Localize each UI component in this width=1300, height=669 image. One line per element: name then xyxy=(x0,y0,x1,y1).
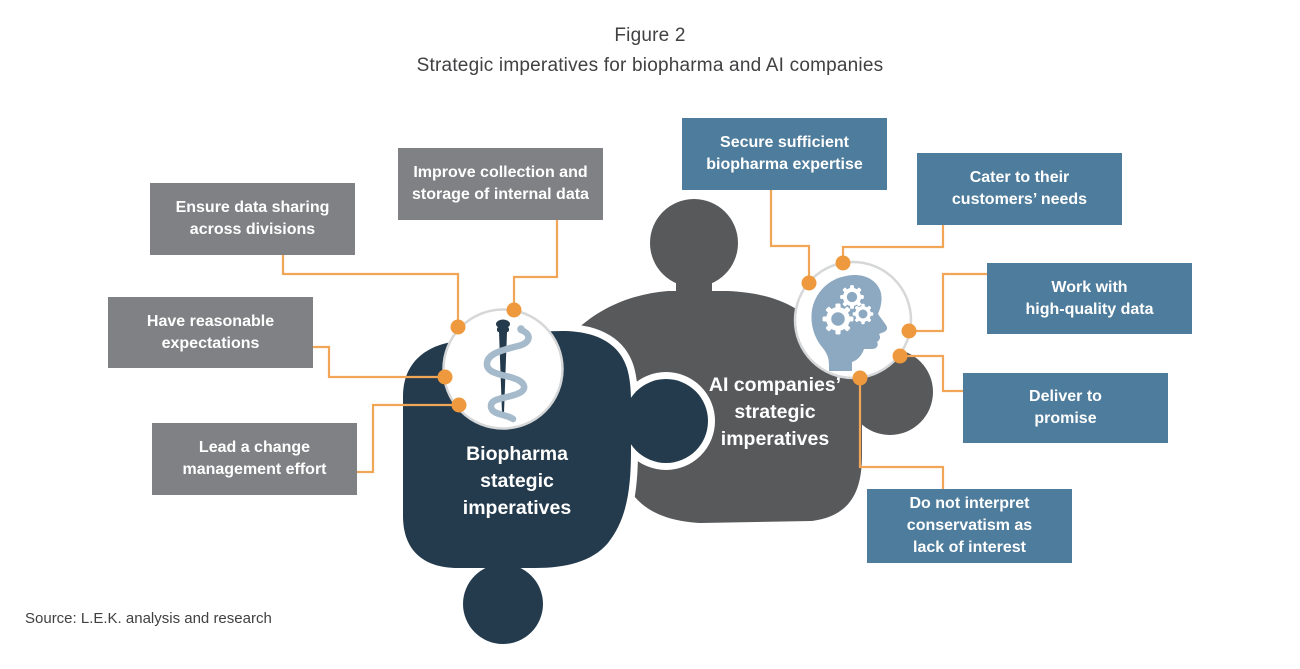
imperative-box-conservatism: Do not interpret conservatism as lack of… xyxy=(867,489,1072,563)
imperative-box-customers-needs: Cater to their customers’ needs xyxy=(917,153,1122,225)
figure-title: Strategic imperatives for biopharma and … xyxy=(416,55,884,76)
imperative-box-high-quality-data: Work with high-quality data xyxy=(987,263,1192,334)
imperative-box-ensure-data-sharing: Ensure data sharing across divisions xyxy=(150,183,355,255)
connector-dot xyxy=(451,397,467,413)
connector-ensure xyxy=(281,255,460,327)
connector-dot xyxy=(801,275,817,291)
caduceus-icon xyxy=(442,308,564,430)
biopharma-right-knob xyxy=(624,379,708,463)
biopharma-bottom-knob xyxy=(463,564,543,644)
connector-lines xyxy=(281,190,987,489)
connector-dot xyxy=(852,370,868,386)
connector-secure xyxy=(769,190,811,283)
imperative-box-improve-collection: Improve collection and storage of intern… xyxy=(398,148,603,220)
figure-number: Figure 2 xyxy=(614,25,686,46)
imperative-box-biopharma-expertise: Secure sufficient biopharma expertise xyxy=(682,118,887,190)
connector-dot xyxy=(835,255,851,271)
connector-dot xyxy=(901,323,917,339)
connector-work xyxy=(909,272,987,333)
connector-reasonable xyxy=(313,345,445,379)
connector-donot xyxy=(858,378,945,489)
connector-dot xyxy=(437,369,453,385)
source-note: Source: L.E.K. analysis and research xyxy=(25,610,272,627)
connector-dot xyxy=(506,302,522,318)
imperative-box-change-management: Lead a change management effort xyxy=(152,423,357,495)
imperative-box-deliver-to-promise: Deliver to promise xyxy=(963,373,1168,443)
connector-dot xyxy=(450,319,466,335)
connector-cater xyxy=(841,225,945,263)
ai-piece-label: AI companies’ strategic imperatives xyxy=(708,374,842,450)
ai-top-knob xyxy=(650,199,738,287)
connector-improve xyxy=(512,220,559,310)
connector-lead xyxy=(357,403,459,474)
connector-dot xyxy=(892,348,908,364)
connector-dots xyxy=(437,255,917,413)
connector-deliver xyxy=(900,354,963,393)
figure-header: Figure 2 Strategic imperatives for bioph… xyxy=(0,25,1300,77)
head-gears-icon xyxy=(793,260,913,380)
biopharma-piece-label: Biopharma stategic imperatives xyxy=(462,443,572,519)
imperative-box-reasonable-expectations: Have reasonable expectations xyxy=(108,297,313,368)
